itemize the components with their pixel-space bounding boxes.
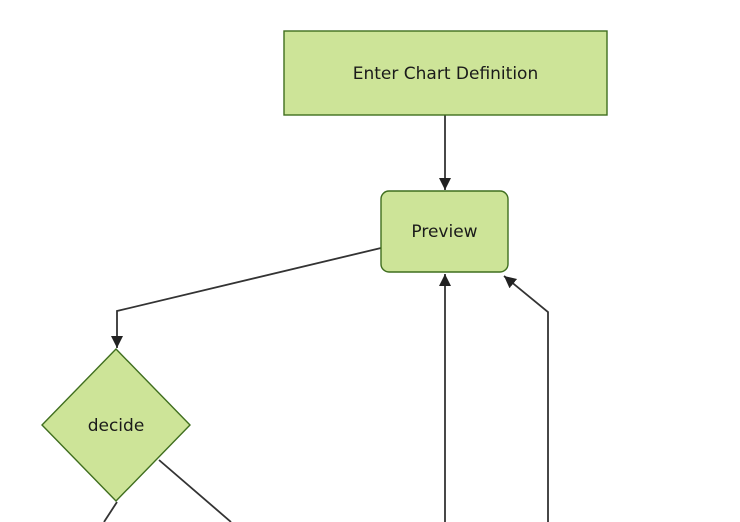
node-preview-shape bbox=[380, 190, 509, 273]
node-decide-shape bbox=[41, 347, 191, 503]
node-preview-label: Preview bbox=[411, 222, 477, 242]
node-enter-chart-definition: Enter Chart Definition bbox=[283, 30, 608, 116]
node-decide: decide bbox=[41, 347, 191, 503]
node-enter-chart-definition-shape bbox=[283, 30, 608, 116]
node-decide-label: decide bbox=[88, 416, 145, 436]
edge-offscreen-bottom-right-to-preview bbox=[503, 275, 549, 522]
node-enter-chart-definition-label: Enter Chart Definition bbox=[353, 64, 538, 84]
edge-preview-to-decide bbox=[111, 247, 382, 348]
edge-decide-to-offscreen-bottom-right bbox=[158, 459, 232, 522]
edge-decide-to-offscreen-bottom-left bbox=[103, 501, 118, 522]
node-preview: Preview bbox=[380, 190, 509, 273]
